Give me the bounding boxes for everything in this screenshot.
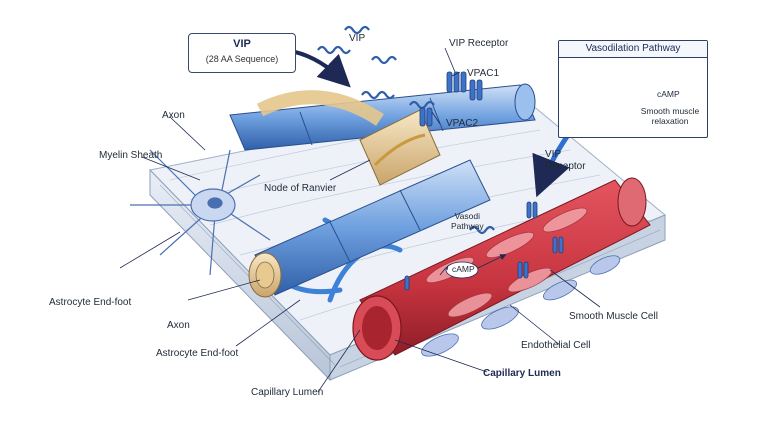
label-axon-top: Axon	[162, 110, 185, 121]
camp-bubble-vessel	[445, 261, 479, 279]
label-camp-vessel: cAMP	[452, 264, 475, 274]
label-astrocyte-end-foot-2: Astrocyte End-foot	[156, 348, 239, 359]
label-myelin-sheath: Myelin Sheath	[99, 150, 163, 161]
vip-callout-subtitle: (28 AA Sequence)	[205, 54, 279, 64]
myelinated-axon-lower	[248, 159, 491, 298]
label-smooth-muscle-cell: Smooth Muscle Cell	[569, 311, 658, 322]
label-capillary-lumen-bold: Capillary Lumen	[483, 368, 561, 379]
inset-response-label: Smooth muscle relaxation	[640, 106, 700, 126]
label-endothelial-cell: Endothelial Cell	[521, 340, 591, 351]
vip-receptors	[404, 71, 564, 291]
inset-title: Vasodilation Pathway	[559, 41, 707, 58]
leader-lines	[119, 47, 601, 393]
vip-callout-title: VIP	[233, 38, 251, 50]
label-vip-receptor-top: VIP Receptor	[449, 38, 509, 49]
astrocyte	[130, 149, 271, 276]
myelinated-axon-upper	[229, 83, 536, 186]
capillary-vessel	[352, 177, 651, 361]
node-of-ranvier	[359, 109, 441, 186]
label-capillary-lumen: Capillary Lumen	[251, 387, 324, 398]
vip-callout-arrow	[294, 50, 351, 88]
vasodilation-pathway-inset: Vasodilation Pathway cAMP Smooth muscle …	[558, 40, 708, 138]
label-axon-bottom: Axon	[167, 320, 190, 331]
label-astrocyte-end-foot-1: Astrocyte End-foot	[49, 297, 132, 308]
label-node-of-ranvier: Node of Ranvier	[264, 183, 337, 194]
label-vpac2: VPAC2	[446, 118, 479, 129]
label-vpac1: VPAC1	[467, 68, 500, 79]
vip-callout: VIP (28 AA Sequence)	[188, 33, 296, 73]
inset-camp-label: cAMP	[657, 89, 680, 99]
label-vip: VIP	[349, 33, 366, 44]
label-vasodi-pathway: Vasodi Pathway	[451, 211, 484, 231]
endothelial-cells	[421, 255, 621, 357]
label-vip-receptor-side: VIP Receptor	[545, 149, 586, 172]
